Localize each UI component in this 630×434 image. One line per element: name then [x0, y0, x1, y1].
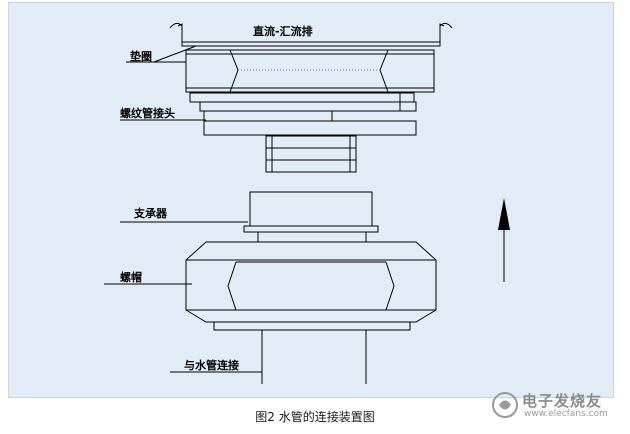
busbar-plate — [177, 23, 445, 47]
label-busbar: 直流-汇流排 — [253, 24, 313, 38]
threaded-joint-plates — [189, 92, 417, 136]
label-gasket: 垫圈 — [130, 49, 152, 63]
busbar-right-hook — [439, 22, 453, 29]
label-support: 支承器 — [133, 206, 168, 220]
support-block — [243, 191, 379, 243]
joint-stub — [265, 135, 357, 173]
label-pipe-connection: 与水管连接 — [184, 358, 239, 372]
watermark-logo-icon — [492, 392, 518, 418]
watermark: 电子发烧友 www.elecfans.com — [488, 386, 618, 426]
label-nut: 螺帽 — [120, 270, 142, 284]
figure-caption: 图2 水管的连接装置图 — [255, 410, 375, 424]
watermark-url: www.elecfans.com — [524, 409, 608, 419]
diagram-frame — [8, 2, 614, 398]
flow-arrow-head — [498, 198, 510, 230]
nut-hex-block — [185, 241, 437, 331]
label-threaded-joint: 螺纹管接头 — [120, 106, 175, 120]
watermark-text: 电子发烧友 — [522, 392, 603, 410]
gasket-hex-block — [185, 49, 435, 93]
busbar-left-hook — [169, 22, 183, 29]
